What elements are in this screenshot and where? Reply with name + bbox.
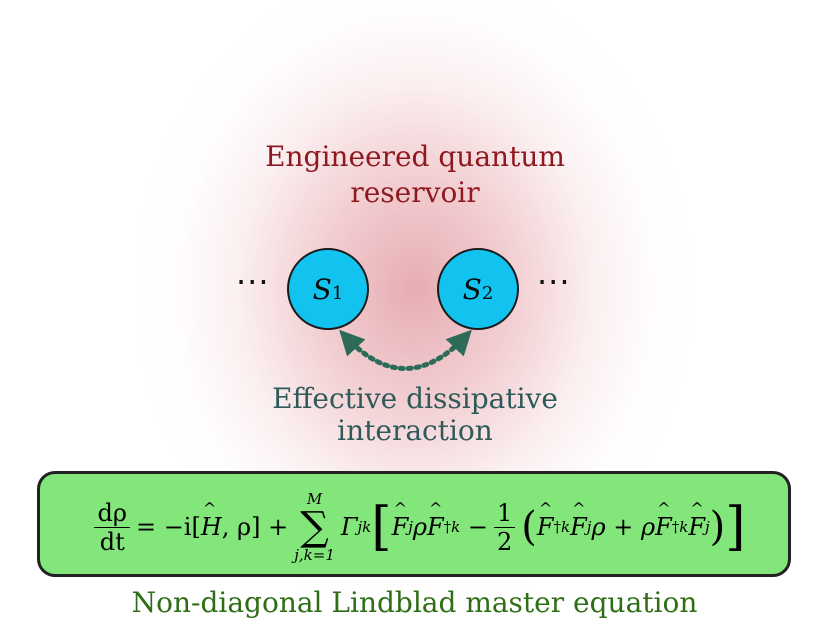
half-numerator: 1 (494, 499, 516, 528)
lindblad-equation: dρ dt = −i[H, ρ] + M ∑ j,k=1 Γjk [ FjρF†… (40, 474, 794, 580)
sum-lower: j,k=1 (294, 546, 335, 564)
node-s1-index: 1 (331, 282, 344, 304)
node-s2-symbol: S (462, 272, 482, 306)
rho-term-3: ρ (640, 513, 656, 541)
eq-part2: , ρ] + (221, 513, 289, 541)
sum-symbol: ∑ (300, 504, 329, 550)
ellipsis-left: ··· (236, 263, 270, 301)
eq-part1: = −i[ (135, 513, 201, 541)
f-term-3-sub: k (561, 518, 571, 536)
reservoir-label-line1: Engineered quantum (265, 140, 565, 173)
lhs-denominator: dt (99, 527, 125, 556)
f-term-5-dagger: † (671, 518, 680, 536)
f-term-4-sub: j (586, 518, 592, 536)
f-term-2: F (427, 499, 444, 541)
sum-upper: M (306, 490, 323, 508)
interaction-label-line2: interaction (337, 414, 493, 447)
footer-label: Non-diagonal Lindblad master equation (131, 586, 698, 619)
interaction-label-line1: Effective dissipative (272, 382, 558, 415)
rho-term-2: ρ (591, 513, 606, 541)
f-term-6-sub: j (704, 518, 710, 536)
f-term-2-sub: k (451, 518, 461, 536)
gamma-sub: jk (357, 518, 372, 536)
f-term-6: F (688, 499, 705, 541)
paren-open: ( (521, 504, 537, 550)
hamiltonian: H (201, 499, 222, 541)
node-s2-index: 2 (481, 282, 494, 304)
bracket-close: ] (725, 497, 746, 557)
rho-term-1: ρ (412, 513, 427, 541)
f-term-5: F (655, 499, 672, 541)
f-term-4: F (570, 499, 587, 541)
minus-sign: − (467, 513, 488, 541)
paren-close: ) (709, 504, 726, 550)
node-s1-symbol: S (312, 272, 332, 306)
half-fraction: 1 2 (494, 499, 516, 556)
f-term-3-dagger: † (553, 518, 562, 536)
f-term-3: F (537, 499, 554, 541)
f-term-1-sub: j (408, 518, 413, 536)
lhs-numerator: dρ (94, 499, 130, 528)
lhs-fraction: dρ dt (94, 499, 130, 556)
half-denominator: 2 (497, 527, 513, 556)
gamma: Γ (340, 513, 358, 541)
plus-sign: + (613, 513, 634, 541)
f-term-5-sub: k (679, 518, 689, 536)
equation-box: dρ dt = −i[H, ρ] + M ∑ j,k=1 Γjk [ FjρF†… (37, 471, 791, 577)
ellipsis-right: ··· (537, 263, 571, 301)
bracket-open: [ (371, 497, 392, 557)
f-term-2-dagger: † (443, 518, 452, 536)
reservoir-label-line2: reservoir (350, 176, 480, 209)
f-term-1: F (392, 499, 409, 541)
summation: M ∑ j,k=1 (294, 491, 335, 563)
